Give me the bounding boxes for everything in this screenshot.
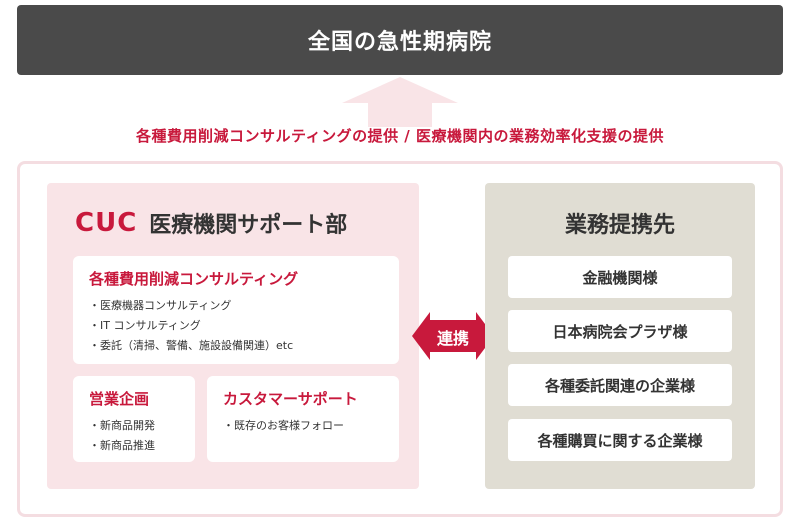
partner-title: 業務提携先: [564, 213, 675, 238]
list-item: 医療機器コンサルティング: [89, 296, 293, 316]
customer-support-list: 既存のお客様フォロー: [223, 416, 344, 436]
cuc-logo: CUC: [75, 208, 138, 238]
consulting-card: 各種費用削減コンサルティング 医療機器コンサルティング IT コンサルティング …: [73, 256, 399, 364]
list-item: 委託（清掃、警備、施設設備関連）etc: [89, 336, 293, 356]
services-line: 各種費用削減コンサルティングの提供 / 医療機関内の業務効率化支援の提供: [135, 127, 665, 145]
cuc-department-title: 医療機関サポート部: [149, 213, 348, 238]
customer-support-card: カスタマーサポート 既存のお客様フォロー: [207, 376, 399, 462]
list-item: 既存のお客様フォロー: [223, 416, 344, 436]
sales-planning-title: 営業企画: [89, 390, 150, 408]
sales-planning-card: 営業企画 新商品開発 新商品推進: [73, 376, 195, 462]
consulting-list: 医療機器コンサルティング IT コンサルティング 委託（清掃、警備、施設設備関連…: [89, 296, 293, 356]
list-item: IT コンサルティング: [89, 316, 293, 336]
double-arrow-icon: [412, 312, 494, 360]
link-label: 連携: [436, 329, 469, 348]
cuc-header: CUC 医療機関サポート部: [75, 207, 347, 239]
banner-title: 全国の急性期病院: [307, 30, 492, 55]
partner-item: 日本病院会プラザ様: [508, 310, 732, 352]
list-item: 新商品推進: [89, 436, 155, 456]
partner-item: 各種委託関連の企業様: [508, 364, 732, 406]
customer-support-title: カスタマーサポート: [223, 390, 358, 408]
partner-item: 金融機関様: [508, 256, 732, 298]
partner-item: 各種購買に関する企業様: [508, 419, 732, 461]
consulting-title: 各種費用削減コンサルティング: [89, 270, 299, 288]
top-banner: 全国の急性期病院: [17, 5, 783, 75]
up-arrow-icon: [342, 77, 458, 127]
list-item: 新商品開発: [89, 416, 155, 436]
sales-planning-list: 新商品開発 新商品推進: [89, 416, 155, 456]
